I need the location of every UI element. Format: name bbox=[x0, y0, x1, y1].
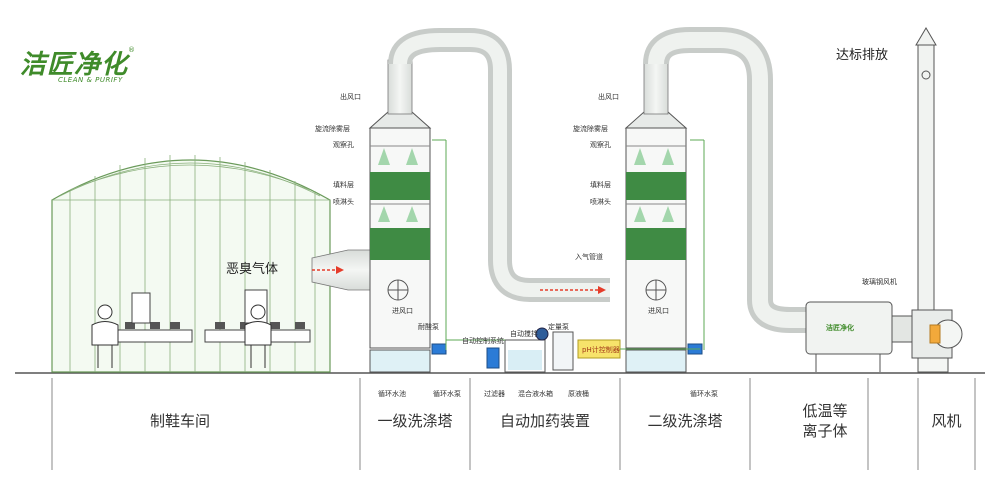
ph-controller-label: pH计控制器 bbox=[582, 346, 620, 354]
circ-pool-label: 循环水池 bbox=[378, 390, 406, 398]
t2-packing-label: 填料层 bbox=[590, 181, 611, 189]
acid-pump-label: 耐酸泵 bbox=[418, 323, 439, 331]
auto-ctrl-system-label: 自动控制系统 bbox=[462, 337, 504, 345]
section-plasma-line1: 低温等 bbox=[802, 402, 848, 420]
section-fan: 风机 bbox=[931, 412, 962, 430]
t2-demister-label: 旋流除雾层 bbox=[573, 125, 608, 133]
t2-inlet-label: 进风口 bbox=[648, 307, 669, 315]
tower-2 bbox=[624, 59, 688, 373]
section-workshop: 制鞋车间 bbox=[149, 412, 210, 430]
dosing-system bbox=[431, 139, 705, 373]
t1-window-label: 观察孔 bbox=[333, 141, 354, 149]
circ-pump1-label: 循环水泵 bbox=[433, 390, 461, 398]
filter-label: 过滤器 bbox=[484, 390, 505, 398]
t1-nozzle-label: 喷淋头 bbox=[333, 198, 354, 206]
brand-tagline: CLEAN & PURIFY bbox=[58, 76, 123, 84]
worker-figure bbox=[91, 304, 119, 368]
worker-figure bbox=[244, 304, 272, 368]
raw-bucket-label: 原液桶 bbox=[568, 390, 589, 398]
workshop-greenhouse bbox=[51, 155, 331, 373]
t2-window-label: 观察孔 bbox=[590, 141, 611, 149]
t2-nozzle-label: 喷淋头 bbox=[590, 198, 611, 206]
t1-demister-label: 旋流除雾层 bbox=[315, 125, 350, 133]
fan-label: 玻璃钢风机 bbox=[862, 278, 897, 286]
air-pipe-label: 入气管道 bbox=[575, 253, 603, 261]
t1-outlet-label: 出风口 bbox=[340, 93, 361, 101]
section-dosing: 自动加药装置 bbox=[499, 412, 590, 430]
fan-and-stack bbox=[911, 27, 963, 373]
brand-logo: 洁匠净化 bbox=[20, 50, 129, 80]
t1-inlet-label: 进风口 bbox=[392, 307, 413, 315]
mix-tank-label: 混合液水箱 bbox=[518, 390, 553, 398]
section-plasma-line2: 离子体 bbox=[802, 422, 848, 440]
dosing-pump-label: 定量泵 bbox=[548, 323, 569, 331]
auto-mixer-label: 自动搅拌 bbox=[510, 330, 538, 338]
exhaust-label: 达标排放 bbox=[836, 48, 889, 63]
brand-registered-mark: ® bbox=[128, 46, 135, 54]
t2-outlet-label: 出风口 bbox=[598, 93, 619, 101]
tower-1 bbox=[368, 59, 432, 373]
section-tower2: 二级洗涤塔 bbox=[647, 412, 723, 430]
odor-gas-label: 恶臭气体 bbox=[226, 262, 279, 277]
circ-pump2-label: 循环水泵 bbox=[690, 390, 718, 398]
plasma-unit bbox=[805, 301, 913, 372]
section-tower1: 一级洗涤塔 bbox=[377, 412, 453, 430]
t1-packing-label: 填料层 bbox=[333, 181, 354, 189]
plasma-unit-logo: 洁匠净化 bbox=[826, 324, 854, 332]
